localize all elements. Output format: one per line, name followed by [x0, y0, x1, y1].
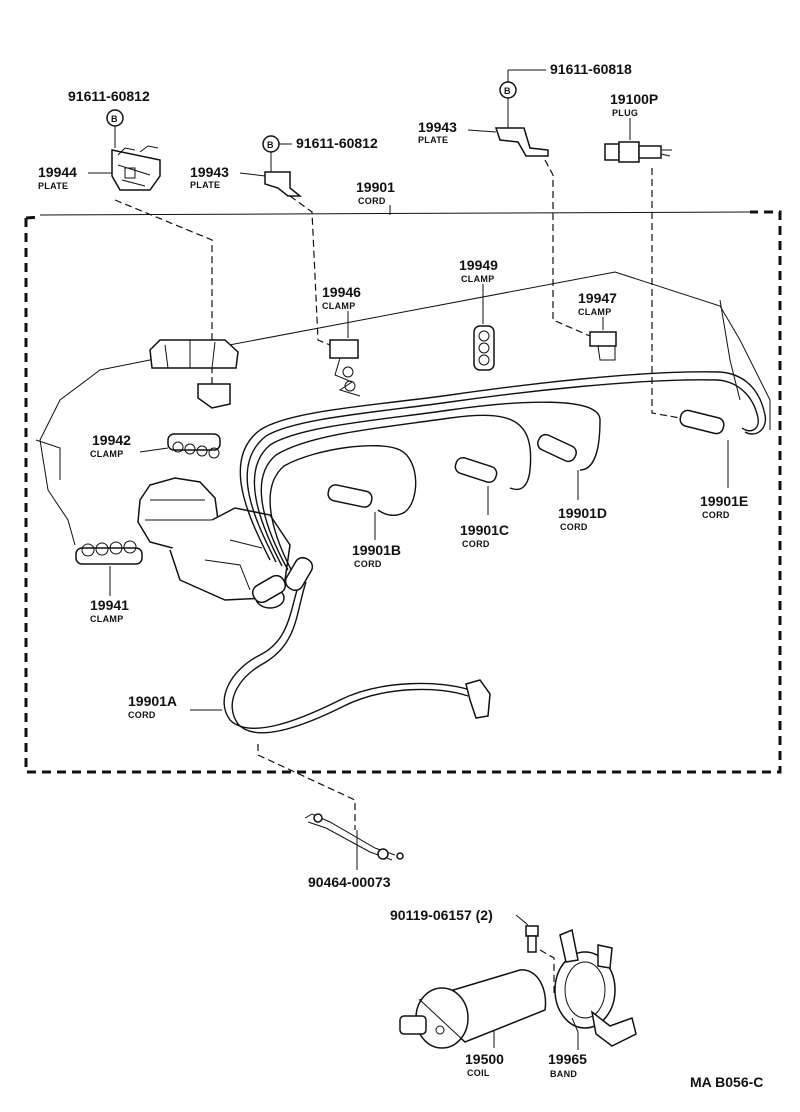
part-19943-b: 19943 [418, 119, 457, 135]
part-19941-sub: CLAMP [90, 614, 124, 624]
drawing-code: MA B056-C [690, 1074, 763, 1090]
part-19965-sub: BAND [550, 1069, 577, 1079]
plate-19943-right [494, 127, 549, 157]
part-19901d-sub: CORD [560, 522, 588, 532]
part-19943-a: 19943 [190, 164, 229, 180]
cord-boot-19901e [679, 409, 725, 435]
part-19942-sub: CLAMP [90, 449, 124, 459]
cord-boot-19901a [465, 679, 491, 719]
part-19901e-sub: CORD [702, 510, 730, 520]
part-19949: 19949 [459, 257, 498, 273]
cord-boot-19901c [454, 456, 498, 484]
leader [467, 129, 497, 133]
cord-19901-leader [39, 211, 751, 216]
part-19941: 19941 [90, 597, 129, 613]
part-19901e: 19901E [700, 493, 748, 509]
guide-line [539, 949, 555, 995]
part-19949-sub: CLAMP [461, 274, 495, 284]
bolt-marker-b2: B [267, 140, 274, 150]
guide-line [544, 159, 591, 337]
assembly-frame-top [25, 215, 41, 220]
clamp-19947 [589, 331, 617, 361]
bolt-marker-b1: B [111, 114, 118, 124]
clamp-19946 [329, 339, 361, 397]
part-19901c-sub: CORD [462, 539, 490, 549]
plate-19944 [111, 145, 161, 191]
part-19100p-sub: PLUG [612, 108, 638, 118]
ignition-coil-19500 [399, 969, 547, 1049]
part-19901a: 19901A [128, 693, 177, 709]
part-19901a-sub: CORD [128, 710, 156, 720]
part-19901c: 19901C [460, 522, 509, 538]
guide-line [114, 199, 213, 395]
part-19943-a-sub: PLATE [190, 180, 220, 190]
bolt-marker-b3: B [504, 86, 511, 96]
part-19901b: 19901B [352, 542, 401, 558]
part-19500-sub: COIL [467, 1068, 490, 1078]
leader [139, 447, 169, 453]
distributor [137, 477, 291, 609]
cord-boot-dist [251, 556, 314, 604]
cord-boot-19901d [537, 433, 577, 463]
leader [515, 914, 529, 926]
clamp-19949 [473, 325, 495, 371]
engine-outline [35, 271, 771, 546]
part-90464-00073: 90464-00073 [308, 874, 391, 890]
bolt-90119 [525, 925, 539, 953]
part-19942: 19942 [92, 432, 131, 448]
part-90119-06157: 90119-06157 (2) [390, 907, 493, 923]
guide-line [257, 744, 356, 830]
part-19947-sub: CLAMP [578, 307, 612, 317]
cord-bundle [223, 371, 767, 734]
part-19901-sub: CORD [358, 196, 386, 206]
part-19946-sub: CLAMP [322, 301, 356, 311]
part-19901d: 19901D [558, 505, 607, 521]
part-19943-b-sub: PLATE [418, 135, 448, 145]
coil-band-19965 [554, 928, 637, 1047]
part-19100p: 19100P [610, 91, 658, 107]
cord-boot-19901b [327, 484, 373, 508]
guide-line [651, 168, 681, 419]
part-19944: 19944 [38, 164, 77, 180]
part-91611-60812-a: 91611-60812 [68, 88, 150, 104]
assembly-frame [24, 210, 782, 774]
part-19946: 19946 [322, 284, 361, 300]
part-19901b-sub: CORD [354, 559, 382, 569]
wire-harness-90464 [304, 813, 404, 861]
part-19947: 19947 [578, 290, 617, 306]
part-19500: 19500 [465, 1051, 504, 1067]
clamp-19942 [167, 433, 221, 459]
plate-19943-left [264, 171, 303, 197]
part-19901: 19901 [356, 179, 395, 195]
part-91611-60818: 91611-60818 [550, 61, 632, 77]
part-91611-60812-b: 91611-60812 [296, 135, 378, 151]
clamp-19941 [75, 540, 143, 565]
leader [239, 172, 266, 177]
spark-plug-19100p [604, 141, 672, 163]
guide-line [289, 195, 331, 346]
part-19965: 19965 [548, 1051, 587, 1067]
part-19944-sub: PLATE [38, 181, 68, 191]
